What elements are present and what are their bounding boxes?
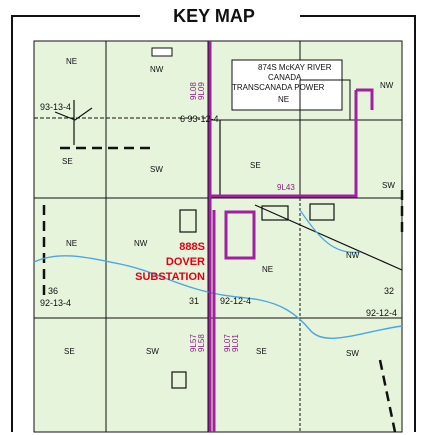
quarter-sw-3: SW xyxy=(146,347,159,356)
facility-label-3: TRANSCANADA POWER xyxy=(232,83,325,92)
township-label-93-12-4: 6 93-12-4 xyxy=(180,114,219,124)
facility-label-1: 874S McKAY RIVER xyxy=(258,63,332,72)
line-label-9l57: 9L57 xyxy=(189,334,198,352)
quarter-ne-1: NE xyxy=(66,57,77,66)
mckay-river-facility xyxy=(151,47,351,121)
township-label-32: 32 xyxy=(384,286,394,296)
quarter-se-1: SE xyxy=(62,157,73,166)
line-label-9l58: 9L58 xyxy=(197,334,206,352)
township-label-31: 31 xyxy=(189,296,199,306)
township-label-93-13-4: 93-13-4 xyxy=(40,102,71,112)
quarter-ne-4: NE xyxy=(262,265,273,274)
quarter-se-3: SE xyxy=(64,347,75,356)
quarter-nw-1: NW xyxy=(150,65,164,74)
roads xyxy=(54,100,403,389)
map-title: KEY MAP xyxy=(173,6,255,26)
map-frame-border xyxy=(11,15,416,432)
township-label-36: 36 xyxy=(48,286,58,296)
quarter-se-4: SE xyxy=(256,347,267,356)
line-label-9l07: 9L07 xyxy=(223,334,232,352)
township-label-92-12-4-east: 92-12-4 xyxy=(366,308,397,318)
quarter-nw-2: NW xyxy=(380,81,394,90)
line-label-9l08: 9L08 xyxy=(189,82,198,100)
substation-label-2: DOVER xyxy=(166,256,205,268)
facility-label-2: CANADA xyxy=(268,73,302,82)
township-boundaries xyxy=(42,146,404,433)
quarter-ne-2: NE xyxy=(278,95,289,104)
river-branch xyxy=(299,209,361,253)
quarter-se-2: SE xyxy=(250,161,261,170)
map-land-area xyxy=(33,40,403,433)
line-label-9l43: 9L43 xyxy=(277,183,295,192)
quarter-sw-2: SW xyxy=(382,181,395,190)
township-label-92-12-4: 92-12-4 xyxy=(220,296,251,306)
line-label-9l01: 9L01 xyxy=(231,334,240,352)
river xyxy=(33,255,403,339)
line-label-9l09: 9L09 xyxy=(197,82,206,100)
quarter-nw-3: NW xyxy=(134,239,148,248)
substation-label-1: 888S xyxy=(179,241,205,253)
quarter-sw-4: SW xyxy=(346,349,359,358)
transmission-lines xyxy=(208,41,374,432)
township-label-92-13-4: 92-13-4 xyxy=(40,298,71,308)
quarter-sw-1: SW xyxy=(150,165,163,174)
substation-label-3: SUBSTATION xyxy=(135,271,205,283)
quarter-ne-3: NE xyxy=(66,239,77,248)
quarter-nw-4: NW xyxy=(346,251,360,260)
